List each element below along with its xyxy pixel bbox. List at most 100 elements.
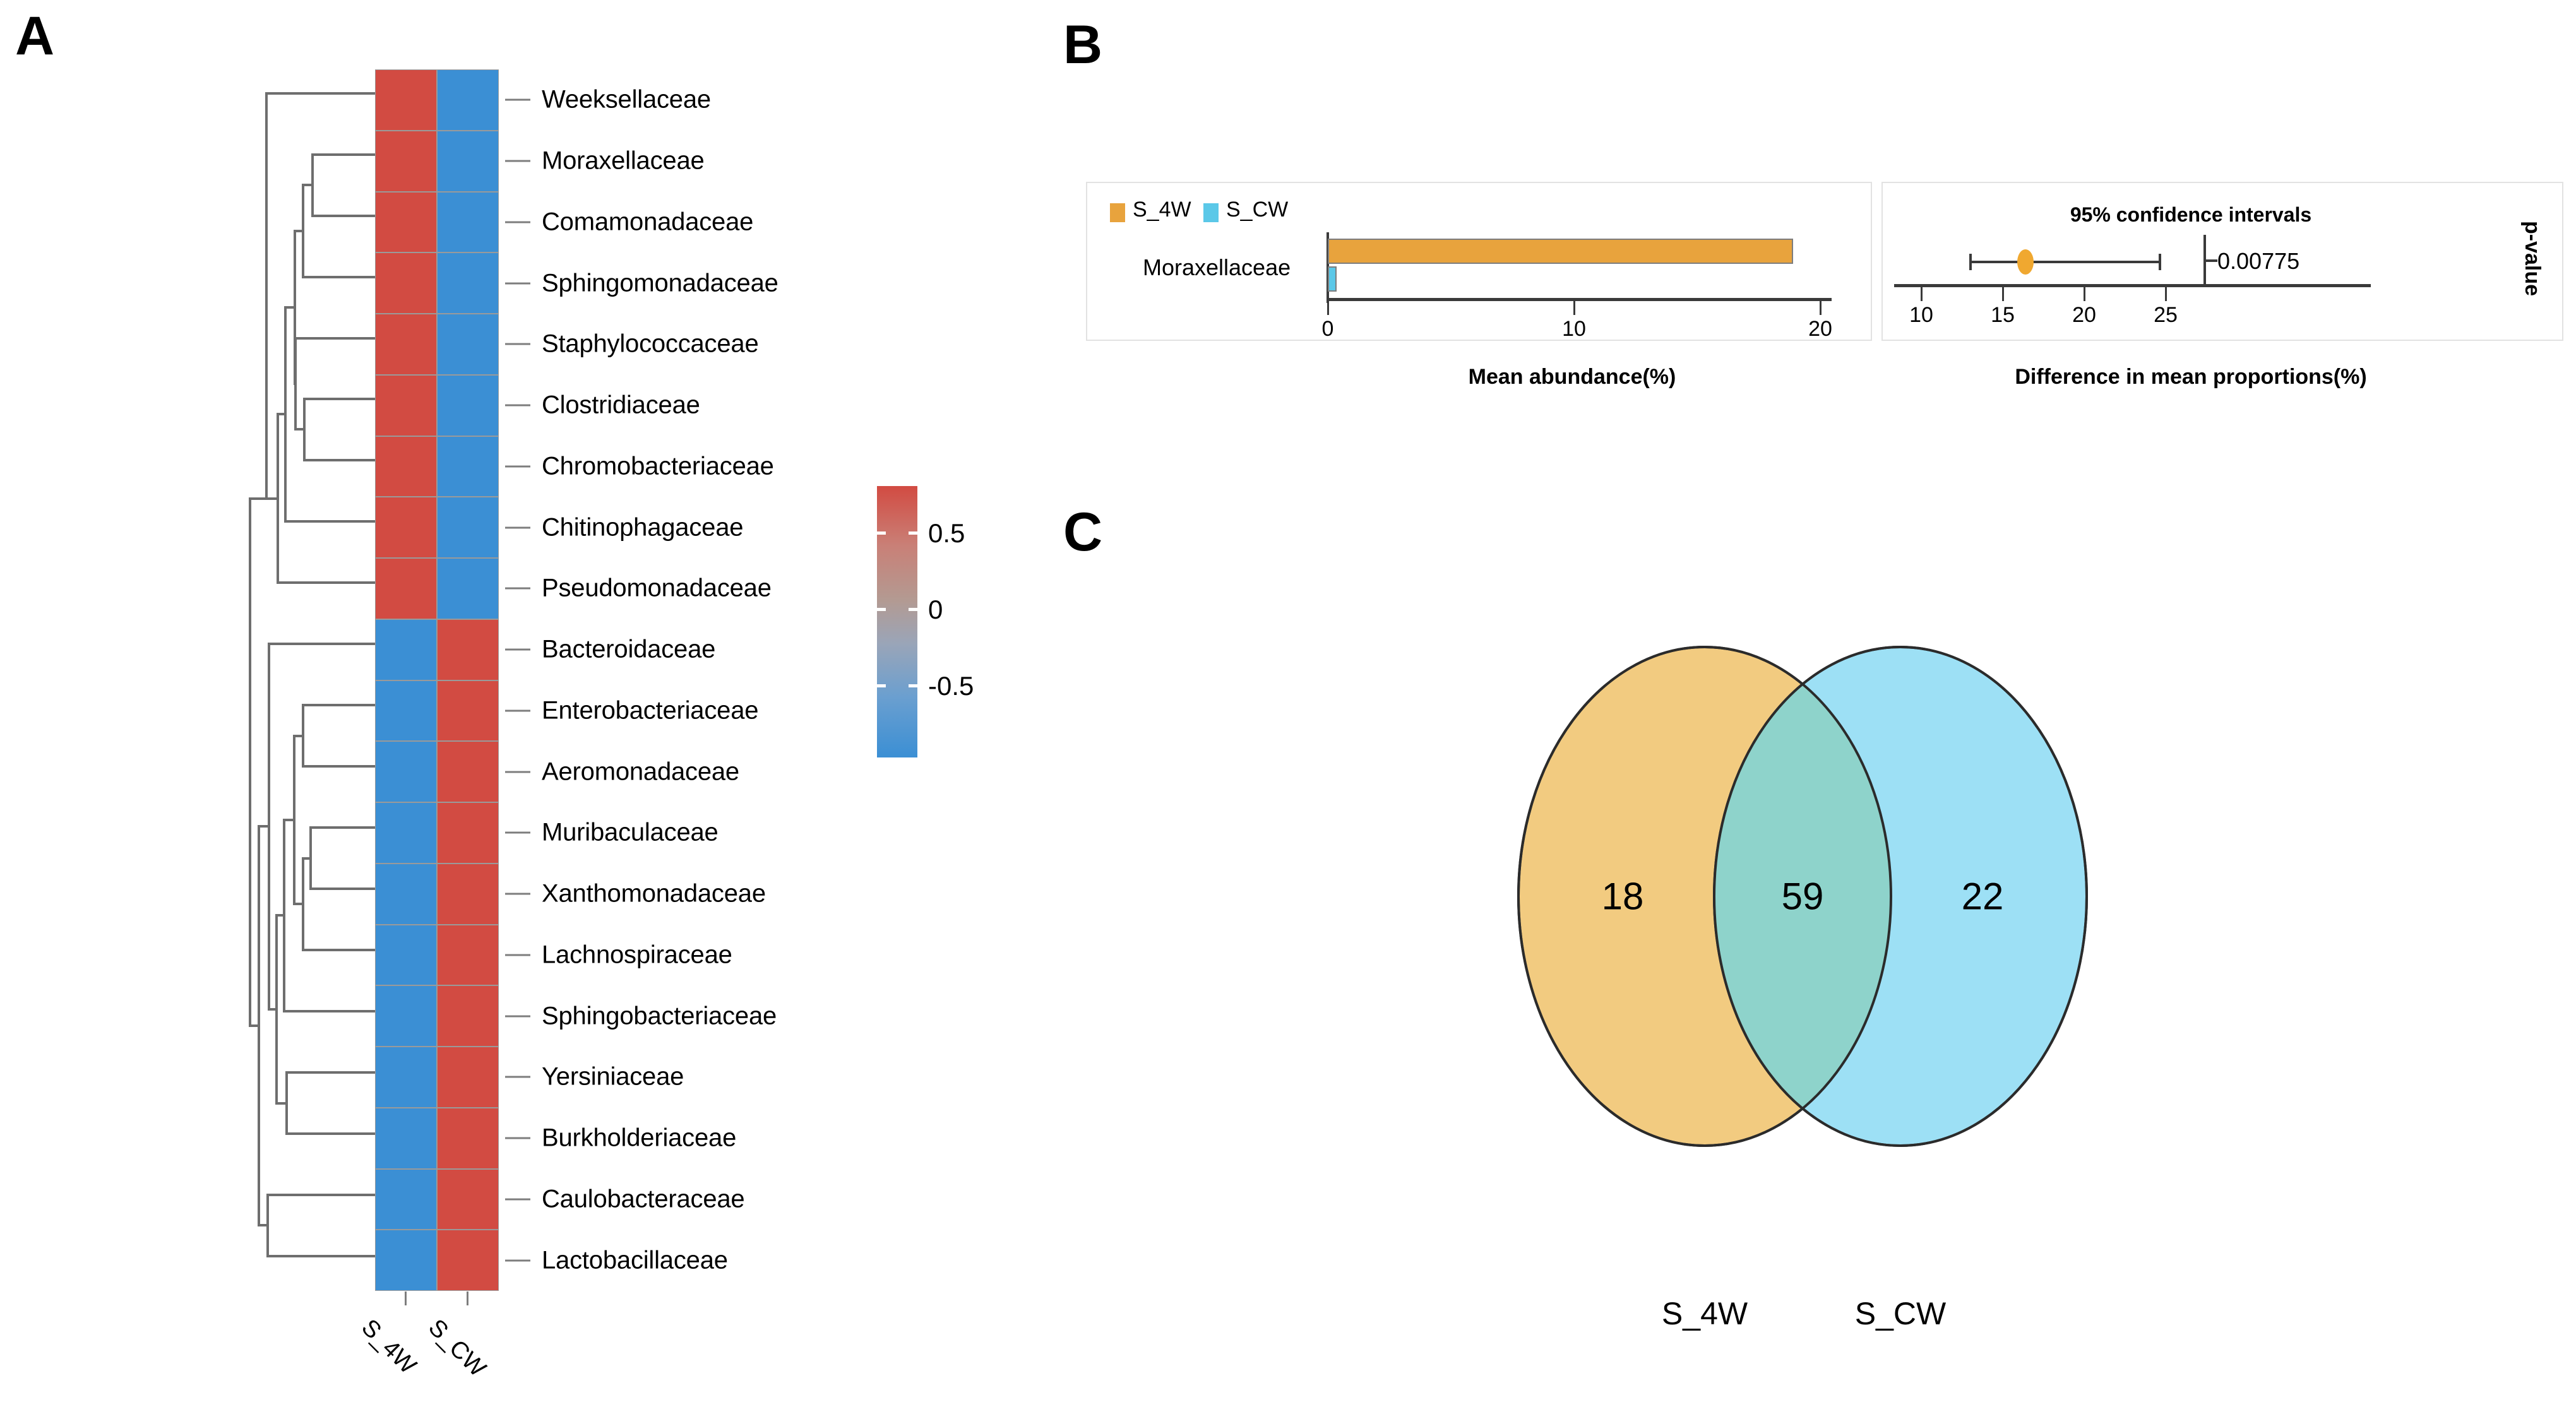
panel-a-heatmap: A <box>0 0 1073 1416</box>
ci-cap-low <box>1969 254 1972 270</box>
heatmap-row-tick <box>505 771 530 773</box>
venn-ellipse-right-outline <box>1713 646 2088 1147</box>
heatmap-cell <box>437 1230 499 1291</box>
ci-xtick-10 <box>1921 287 1923 301</box>
ci-x-axis <box>1894 284 2371 287</box>
heatmap-cell <box>375 985 437 1047</box>
heatmap-row-tick <box>505 98 530 101</box>
bar-xtick-label-20: 20 <box>1808 317 1832 341</box>
panel-c-letter: C <box>1063 502 1103 562</box>
ci-xtick-15 <box>2002 287 2004 301</box>
venn-label-right: S_CW <box>1854 1296 1947 1331</box>
heatmap-cell <box>437 985 499 1047</box>
column-label-s4w: S_4W <box>356 1314 422 1379</box>
heatmap-row-label: Yersiniaceae <box>542 1062 684 1091</box>
legend-label-scw: S_CW <box>1226 198 1289 222</box>
bar-xtick-label-0: 0 <box>1321 317 1334 341</box>
heatmap-cell <box>375 1230 437 1291</box>
legend-swatch-scw <box>1203 203 1219 222</box>
ci-axis-title: Difference in mean proportions(%) <box>2015 365 2367 389</box>
ci-xtick-label-20: 20 <box>2072 303 2096 327</box>
column-tick-s4w <box>405 1291 407 1305</box>
heatmap-cell <box>437 497 499 558</box>
heatmap-cell <box>375 741 437 802</box>
bar-xtick-label-10: 10 <box>1562 317 1586 341</box>
colorbar-tick-mid-right <box>909 608 917 611</box>
heatmap-cell <box>375 924 437 986</box>
bar-scw <box>1328 266 1337 292</box>
heatmap-row-tick <box>505 893 530 895</box>
panel-a-letter: A <box>15 6 55 66</box>
heatmap-cell <box>437 252 499 314</box>
heatmap-row-tick <box>505 1015 530 1018</box>
heatmap-cell <box>437 314 499 375</box>
heatmap-cell <box>375 619 437 680</box>
bar-x-axis <box>1327 298 1832 301</box>
heatmap-cell <box>437 619 499 680</box>
heatmap-cell <box>437 1047 499 1108</box>
heatmap-colorbar <box>877 486 917 757</box>
p-value-axis-title: p-value <box>2520 221 2544 297</box>
heatmap-cell <box>437 741 499 802</box>
heatmap-cell <box>375 863 437 925</box>
colorbar-tick-high <box>877 531 886 535</box>
heatmap-row-tick <box>505 1137 530 1139</box>
heatmap-row-tick <box>505 648 530 651</box>
heatmap-cell <box>375 558 437 619</box>
heatmap-cell <box>437 191 499 253</box>
heatmap-cell <box>375 802 437 864</box>
bar-xtick-10 <box>1573 301 1575 315</box>
heatmap-row-tick <box>505 404 530 407</box>
heatmap-row-label: Comamonadaceae <box>542 208 754 236</box>
bar-xtick-20 <box>1820 301 1822 315</box>
bar-category-label: Moraxellaceae <box>1143 254 1291 280</box>
venn-ellipse-left-outline <box>1517 646 1892 1147</box>
heatmap-row-label: Burkholderiaceae <box>542 1124 737 1152</box>
heatmap-cell <box>375 191 437 253</box>
ci-whisker <box>1970 261 2160 263</box>
heatmap-cell <box>437 436 499 497</box>
heatmap-row-label: Chromobacteriaceae <box>542 452 774 480</box>
panel-c-venn: C 18 59 22 S_4W S_CW <box>1063 480 2576 1416</box>
bar-xtick-0 <box>1327 301 1329 315</box>
colorbar-tick-low <box>877 684 886 687</box>
heatmap-cell <box>375 497 437 558</box>
heatmap-cell <box>375 436 437 497</box>
heatmap-row-label: Pseudomonadaceae <box>542 574 772 602</box>
venn-count-right: 22 <box>1961 875 2004 918</box>
heatmap-cell <box>375 130 437 192</box>
p-value-tick <box>2203 259 2217 262</box>
ci-estimate-dot <box>2017 249 2034 275</box>
dendrogram <box>249 92 375 1257</box>
bar-s4w <box>1328 239 1793 264</box>
heatmap-cell <box>437 924 499 986</box>
colorbar-tick-low-right <box>909 684 917 687</box>
heatmap-cell <box>437 1107 499 1169</box>
heatmap-cell <box>437 69 499 131</box>
heatmap-row-tick <box>505 1076 530 1078</box>
legend-label-s4w: S_4W <box>1133 198 1191 222</box>
heatmap-row-label: Lachnospiraceae <box>542 941 732 969</box>
p-value-text: 0.00775 <box>2217 248 2300 274</box>
ci-plot-title: 95% confidence intervals <box>2070 203 2312 226</box>
heatmap-cell <box>437 374 499 436</box>
heatmap-row-label: Lactobacillaceae <box>542 1246 728 1274</box>
heatmap-row-tick <box>505 831 530 834</box>
ci-xtick-label-25: 25 <box>2154 303 2178 327</box>
heatmap-row-tick <box>505 954 530 956</box>
colorbar-tick-mid <box>877 608 886 611</box>
heatmap-cell <box>437 863 499 925</box>
heatmap-row-tick <box>505 282 530 285</box>
heatmap-row-tick <box>505 1198 530 1201</box>
heatmap-row-tick <box>505 160 530 162</box>
heatmap-row-label: Xanthomonadaceae <box>542 879 766 908</box>
bar-axis-title: Mean abundance(%) <box>1468 365 1676 389</box>
venn-count-left: 18 <box>1601 875 1644 918</box>
colorbar-label-low: -0.5 <box>928 671 974 701</box>
venn-intersection <box>1714 647 1891 1146</box>
heatmap-row-label: Sphingobacteriaceae <box>542 1002 777 1030</box>
colorbar-tick-high-right <box>909 531 917 535</box>
heatmap-row-tick <box>505 526 530 529</box>
heatmap-cell <box>375 314 437 375</box>
heatmap-row-label: Weeksellaceae <box>542 85 711 114</box>
